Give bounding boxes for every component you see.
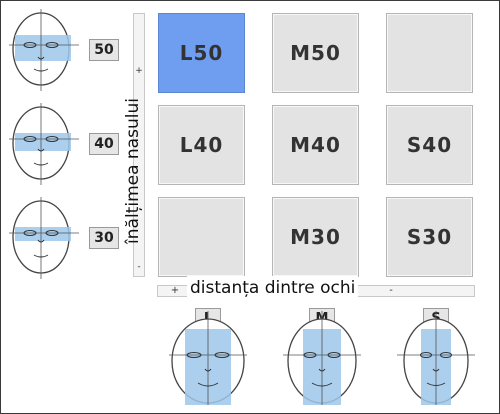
eye-distance-plus-button[interactable]: +: [170, 285, 180, 296]
eye-distance-minus-button[interactable]: -: [389, 285, 393, 296]
size-cell-m40[interactable]: M40: [272, 105, 359, 185]
face-nose-50[interactable]: 50: [7, 7, 119, 91]
face-outline-icon: [9, 103, 79, 185]
face-tag-30: 30: [89, 227, 119, 249]
size-cell-m30[interactable]: M30: [272, 197, 359, 277]
face-outline-icon: [9, 9, 79, 91]
size-cell-s30[interactable]: S30: [386, 197, 473, 277]
face-nose-40[interactable]: 40: [7, 101, 119, 185]
size-cell-m50[interactable]: M50: [272, 13, 359, 93]
face-tag-50: 50: [89, 39, 119, 61]
nose-height-slider[interactable]: + -: [133, 13, 145, 277]
face-eye-m-icon[interactable]: [279, 307, 365, 407]
face-tag-40: 40: [89, 133, 119, 155]
eye-distance-label: distanța dintre ochi: [187, 276, 359, 300]
size-cell-empty-bottom-left[interactable]: [158, 197, 245, 277]
size-cell-empty-top-right[interactable]: [386, 13, 473, 93]
size-cell-l50[interactable]: L50: [158, 13, 245, 93]
nose-height-plus-button[interactable]: +: [135, 66, 143, 76]
face-eye-l-icon[interactable]: [165, 307, 251, 407]
face-outline-icon: [9, 197, 79, 279]
nose-height-label-wrap: înălțimea nasului: [113, 71, 153, 271]
face-eye-s-icon[interactable]: [393, 307, 479, 407]
nose-height-minus-button[interactable]: -: [137, 262, 141, 272]
nose-height-label: înălțimea nasului: [123, 98, 143, 244]
size-cell-s40[interactable]: S40: [386, 105, 473, 185]
size-cell-l40[interactable]: L40: [158, 105, 245, 185]
face-nose-30[interactable]: 30: [7, 195, 119, 279]
